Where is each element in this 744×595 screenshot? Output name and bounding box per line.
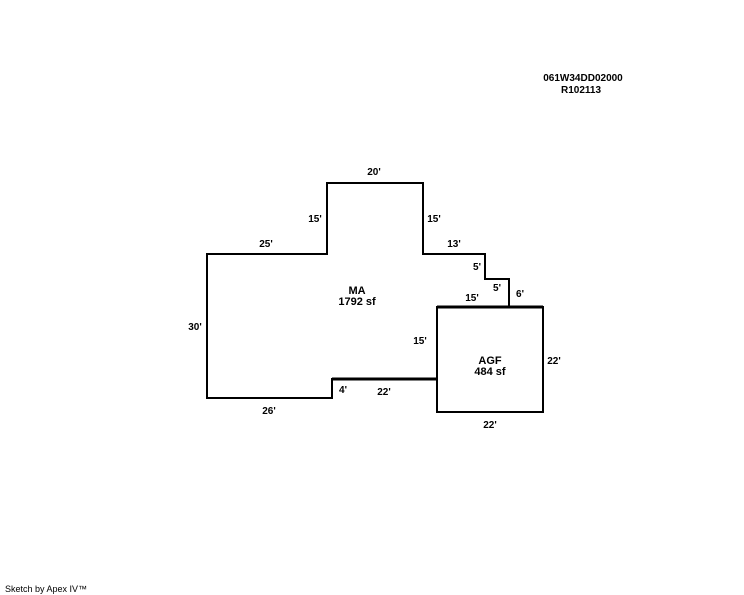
dim-main-bottom: 26'	[262, 406, 276, 417]
main-area-code: MA	[348, 285, 365, 297]
dim-main-step-top: 13'	[447, 239, 461, 250]
dim-main-left-upper: 15'	[308, 214, 322, 225]
dim-main-left: 30'	[188, 322, 202, 333]
dim-main-right-upper: 15'	[427, 214, 441, 225]
main-area-outline	[206, 182, 510, 399]
dim-garage-right: 22'	[547, 356, 561, 367]
dim-main-top: 20'	[367, 167, 381, 178]
dim-main-top-left: 25'	[259, 239, 273, 250]
garage-area-size: 484 sf	[474, 366, 506, 378]
garage-area-code: AGF	[478, 355, 502, 367]
dim-garage-top: 15'	[465, 293, 479, 304]
sketch-credit: Sketch by Apex IV™	[5, 584, 87, 594]
main-area-size: 1792 sf	[338, 296, 376, 308]
dim-main-bottom-right: 22'	[377, 387, 391, 398]
dim-garage-bottom: 22'	[483, 420, 497, 431]
dim-garage-left: 15'	[413, 336, 427, 347]
parcel-account-number: R102113	[561, 85, 601, 96]
parcel-map-number: 061W34DD02000	[543, 73, 623, 84]
dim-main-step-horizontal: 5'	[493, 283, 501, 294]
dim-main-notch: 4'	[339, 385, 347, 396]
dim-main-step-6: 6'	[516, 289, 524, 300]
dim-main-step-vertical: 5'	[473, 262, 481, 273]
